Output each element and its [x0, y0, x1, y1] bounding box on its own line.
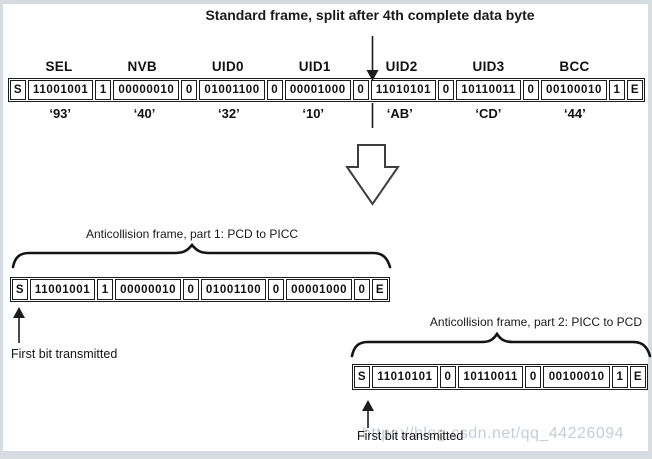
frame-cell: 11010101	[372, 366, 438, 388]
frame-cell: 1	[97, 279, 114, 300]
frame-cell: 10110011	[456, 80, 521, 100]
spacer	[263, 59, 279, 73]
frame-cell: E	[372, 279, 388, 300]
spacer	[609, 106, 625, 121]
spacer	[10, 106, 26, 121]
spacer	[525, 106, 541, 121]
frame-cell: 0	[522, 80, 539, 100]
hex-value: ‘93’	[49, 106, 72, 121]
hex-value: ‘44’	[564, 106, 586, 121]
spacer	[627, 59, 643, 73]
frame-cell: 0	[183, 279, 199, 300]
frame-cell: 00001000	[286, 279, 352, 300]
frame-cell: 0	[268, 279, 285, 300]
hex-value: ‘AB’	[386, 106, 413, 121]
spacer	[263, 106, 279, 121]
spacer	[179, 106, 195, 121]
diagram-title: Standard frame, split after 4th complete…	[205, 7, 535, 23]
frame-cell: 1	[95, 80, 112, 100]
spacer	[350, 59, 366, 73]
spacer	[524, 59, 540, 73]
frame-cell: 11010101	[370, 80, 437, 100]
byte-label: UID1	[298, 58, 331, 74]
frame-cell: 11001001	[30, 279, 96, 300]
hex-value: ‘10’	[302, 106, 325, 121]
spacer	[436, 106, 452, 121]
frame-cell: 0	[525, 366, 542, 388]
frame-cell: 0	[266, 80, 283, 100]
frame-cell: 0	[440, 366, 456, 388]
frame-cell: 00000010	[113, 80, 180, 100]
part1-title: Anticollision frame, part 1: PCD to PICC	[85, 227, 299, 241]
frame-cell: 0	[352, 80, 369, 100]
byte-labels-row: SEL NVB UID0 UID1 UID2 UID3 BCC	[8, 57, 645, 75]
watermark: https://blog.csdn.net/qq_44226094	[362, 425, 625, 442]
spacer	[92, 59, 108, 73]
frame-cell: S	[10, 80, 26, 100]
frame-cell: 01001100	[201, 279, 267, 300]
spacer	[176, 59, 192, 73]
spacer	[437, 59, 453, 73]
frame-cell: 1	[611, 366, 628, 388]
spacer	[10, 59, 26, 73]
byte-label: UID3	[472, 58, 505, 74]
frame-cell: 00100010	[543, 366, 610, 388]
frame-cell: 10110011	[458, 366, 524, 388]
hex-value: ‘32’	[218, 106, 240, 121]
frame-cell: 01001100	[199, 80, 265, 100]
hex-values-row: ‘93’ ‘40’ ‘32’ ‘10’ ‘AB’ ‘CD’ ‘44’	[8, 104, 645, 123]
frame-cell: S	[354, 366, 370, 388]
hex-value: ‘CD’	[475, 106, 502, 121]
frame-cell: 0	[354, 279, 370, 300]
frame-cell: 0	[438, 80, 455, 100]
spacer	[347, 106, 363, 121]
frame-cell: 00100010	[540, 80, 607, 100]
frame-cell: 00000010	[115, 279, 181, 300]
spacer	[609, 59, 625, 73]
byte-label: UID2	[385, 58, 418, 74]
frame-cell: 1	[608, 80, 625, 100]
spacer	[94, 106, 110, 121]
byte-label: NVB	[127, 58, 157, 74]
byte-label: SEL	[45, 58, 73, 74]
part2-title: Anticollision frame, part 2: PICC to PCD	[429, 315, 642, 329]
byte-label: BCC	[559, 58, 590, 74]
frame-cell: E	[626, 80, 643, 100]
frame-cell: 0	[181, 80, 198, 100]
first-bit-label-part1: First bit transmitted	[11, 347, 118, 361]
frame-cell: S	[12, 279, 28, 300]
first-bit-label-part2: First bit transmitted	[357, 429, 464, 443]
byte-label: UID0	[211, 58, 244, 74]
frame-cell: 00001000	[284, 80, 351, 100]
frame-cell: 11001001	[28, 80, 94, 100]
hex-value: ‘40’	[133, 106, 156, 121]
spacer	[627, 106, 643, 121]
frame-cell: E	[629, 366, 646, 388]
